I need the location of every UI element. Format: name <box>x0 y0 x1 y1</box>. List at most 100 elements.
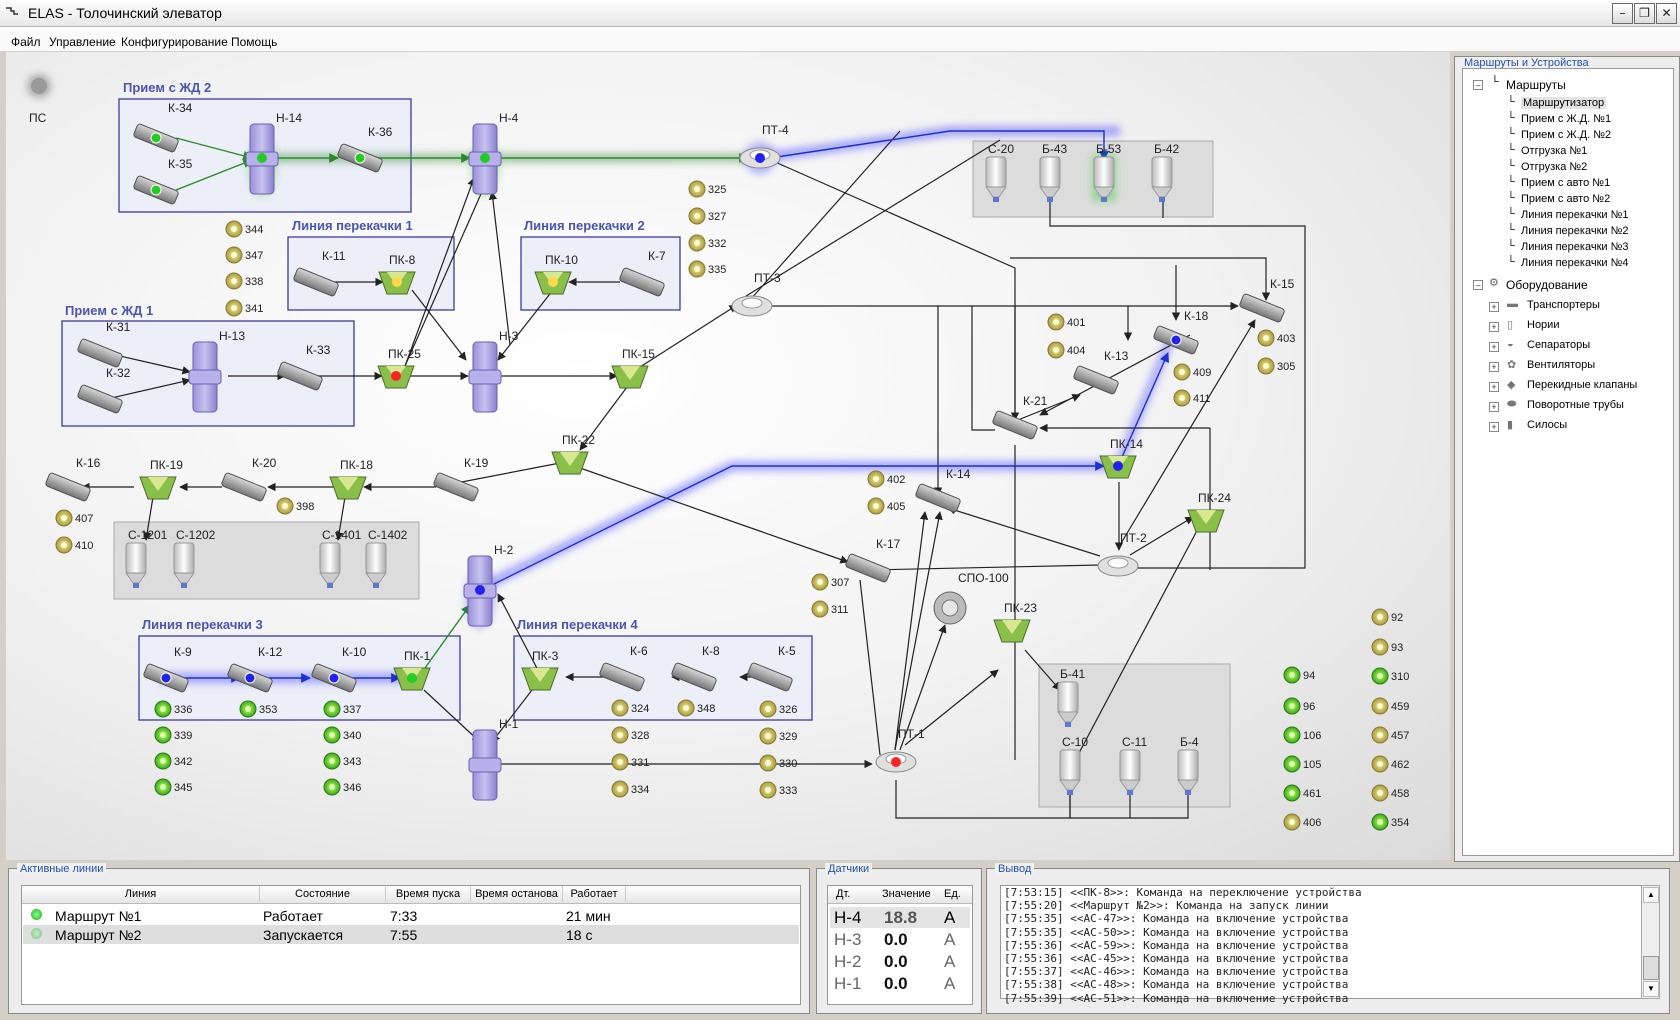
fan-337[interactable]: 337 <box>323 700 361 718</box>
silo-С-1201[interactable]: С-1201 <box>125 528 168 588</box>
conveyor-К-12[interactable]: К-12 <box>227 645 283 693</box>
fan-327[interactable]: 327 <box>688 207 726 225</box>
fan-307[interactable]: 307 <box>811 573 849 591</box>
turntube-ПТ-3[interactable]: ПТ-3 <box>731 271 781 317</box>
conveyor-К-7[interactable]: К-7 <box>619 249 666 297</box>
fan-343[interactable]: 343 <box>323 752 361 770</box>
elevator-Н-2[interactable]: Н-2 <box>463 543 514 628</box>
col-state[interactable]: Состояние <box>260 886 386 902</box>
fan-333[interactable]: 333 <box>759 781 797 799</box>
minimize-button[interactable]: – <box>1612 3 1633 24</box>
conveyor-К-16[interactable]: К-16 <box>45 456 101 502</box>
fan-407[interactable]: 407 <box>55 509 93 527</box>
conveyor-К-9[interactable]: К-9 <box>143 645 192 693</box>
fan-461[interactable]: 461 <box>1283 784 1321 802</box>
fan-346[interactable]: 346 <box>323 778 361 796</box>
fan-402[interactable]: 402 <box>867 470 905 488</box>
tree-route-item[interactable]: Маршрутизатор <box>1521 97 1607 109</box>
fan-347[interactable]: 347 <box>225 246 263 264</box>
restore-button[interactable]: ❐ <box>1634 3 1655 24</box>
silo-Б-53[interactable]: Б-53 <box>1092 142 1122 202</box>
fan-459[interactable]: 459 <box>1371 697 1409 715</box>
valve-ПК-1[interactable]: ПК-1 <box>393 649 431 691</box>
fan-340[interactable]: 340 <box>323 726 361 744</box>
fan-334[interactable]: 334 <box>611 780 649 798</box>
expand-icon[interactable]: + <box>1489 382 1499 392</box>
fan-354[interactable]: 354 <box>1371 813 1409 831</box>
conveyor-К-10[interactable]: К-10 <box>311 645 367 693</box>
conveyor-К-31[interactable]: К-31 <box>77 320 131 368</box>
fan-93[interactable]: 93 <box>1371 638 1403 656</box>
fan-405[interactable]: 405 <box>867 497 905 515</box>
fan-335[interactable]: 335 <box>688 260 726 278</box>
conveyor-К-5[interactable]: К-5 <box>747 644 796 692</box>
silo-С-10[interactable]: С-10 <box>1059 735 1088 795</box>
close-button[interactable]: ✕ <box>1656 3 1677 24</box>
col-value[interactable]: Значение <box>882 888 931 900</box>
table-row[interactable]: Маршрут №1 Работает 7:33 21 мин <box>23 906 799 925</box>
conveyor-К-17[interactable]: К-17 <box>845 537 901 583</box>
collapse-icon[interactable]: – <box>1473 280 1483 290</box>
fan-310[interactable]: 310 <box>1371 667 1409 685</box>
fan-353[interactable]: 353 <box>239 700 277 718</box>
fan-339[interactable]: 339 <box>154 726 192 744</box>
fan-331[interactable]: 331 <box>611 753 649 771</box>
expand-icon[interactable]: + <box>1489 362 1499 372</box>
silo-С-20[interactable]: С-20 <box>985 142 1014 202</box>
ps-indicator[interactable]: ПС <box>27 74 51 125</box>
fan-344[interactable]: 344 <box>225 220 263 238</box>
tree-equipment-item[interactable]: Вентиляторы <box>1527 359 1596 371</box>
silo-Б-41[interactable]: Б-41 <box>1057 667 1086 727</box>
conveyor-К-11[interactable]: К-11 <box>293 249 346 297</box>
fan-329[interactable]: 329 <box>759 727 797 745</box>
fan-458[interactable]: 458 <box>1371 784 1409 802</box>
fan-96[interactable]: 96 <box>1283 697 1315 715</box>
fan-348[interactable]: 348 <box>677 699 715 717</box>
silo-Б-42[interactable]: Б-42 <box>1151 142 1180 202</box>
fan-328[interactable]: 328 <box>611 726 649 744</box>
fan-92[interactable]: 92 <box>1371 608 1403 626</box>
fan-410[interactable]: 410 <box>55 536 93 554</box>
output-log[interactable]: [7:53:15] <<ПК-8>>: Команда на переключе… <box>1000 885 1642 1005</box>
fan-398[interactable]: 398 <box>276 497 314 515</box>
tree-route-item[interactable]: Отгрузка №1 <box>1521 145 1588 157</box>
fan-341[interactable]: 341 <box>225 299 263 317</box>
tree-route-item[interactable]: Прием с Ж.Д. №1 <box>1521 113 1612 125</box>
fan-94[interactable]: 94 <box>1283 666 1315 684</box>
table-row[interactable]: Маршрут №2 Запускается 7:55 18 с <box>23 925 799 944</box>
fan-401[interactable]: 401 <box>1047 313 1085 331</box>
expand-icon[interactable]: + <box>1489 302 1499 312</box>
col-unit[interactable]: Ед. <box>944 888 961 900</box>
scroll-up-icon[interactable]: ▲ <box>1643 887 1659 903</box>
fan-409[interactable]: 409 <box>1173 363 1211 381</box>
elevator-Н-4[interactable]: Н-4 <box>468 111 519 196</box>
valve-ПК-15[interactable]: ПК-15 <box>611 347 655 389</box>
separator-spo-100[interactable]: СПО-100 <box>933 571 1009 625</box>
scroll-thumb[interactable] <box>1643 956 1659 980</box>
conveyor-К-18[interactable]: К-18 <box>1153 309 1209 355</box>
sensor-row[interactable]: Н-3 0.0 А <box>834 930 956 949</box>
fan-106[interactable]: 106 <box>1283 726 1321 744</box>
silo-С-1202[interactable]: С-1202 <box>173 528 216 588</box>
fan-305[interactable]: 305 <box>1257 357 1295 375</box>
sensor-row[interactable]: Н-4 18.8 А <box>830 907 970 928</box>
tree-equipment-item[interactable]: Силосы <box>1527 419 1568 431</box>
tree-equipment-item[interactable]: Сепараторы <box>1527 339 1591 351</box>
fan-404[interactable]: 404 <box>1047 341 1085 359</box>
valve-ПК-23[interactable]: ПК-23 <box>993 601 1037 643</box>
turntube-ПТ-1[interactable]: ПТ-1 <box>875 727 925 773</box>
conveyor-К-19[interactable]: К-19 <box>433 456 489 502</box>
menu-configure[interactable]: Конфигурирование <box>121 35 228 49</box>
tree-route-item[interactable]: Прием с авто №1 <box>1521 177 1611 189</box>
conveyor-К-15[interactable]: К-15 <box>1239 277 1295 323</box>
scroll-down-icon[interactable]: ▼ <box>1643 981 1659 997</box>
tree-equipment-item[interactable]: Поворотные трубы <box>1527 399 1624 411</box>
valve-ПК-19[interactable]: ПК-19 <box>139 458 183 500</box>
sensor-row[interactable]: Н-1 0.0 А <box>834 974 956 993</box>
expand-icon[interactable]: + <box>1489 422 1499 432</box>
col-running[interactable]: Работает <box>563 886 626 902</box>
tree-route-item[interactable]: Линия перекачки №2 <box>1521 225 1629 237</box>
silo-Б-43[interactable]: Б-43 <box>1039 142 1068 202</box>
menu-control[interactable]: Управление <box>49 35 116 49</box>
fan-462[interactable]: 462 <box>1371 755 1409 773</box>
